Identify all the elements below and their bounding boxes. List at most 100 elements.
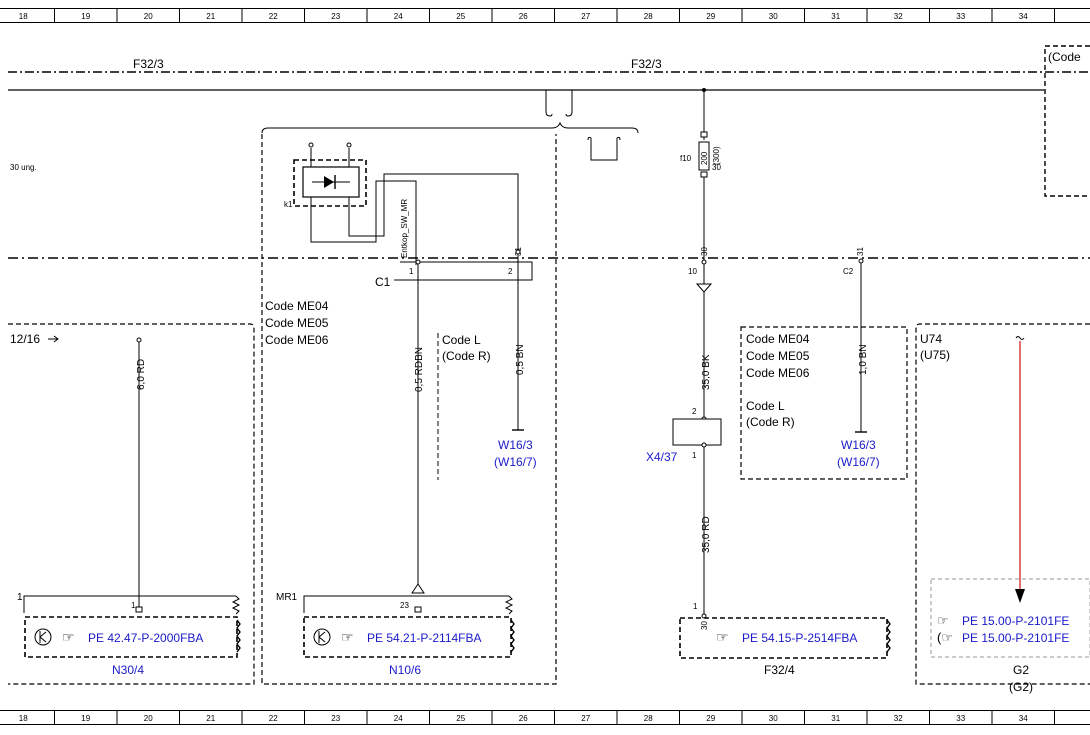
top-ruler-column-30: 30 xyxy=(769,12,778,21)
g2-module xyxy=(930,578,1090,658)
connector-c1: C1 xyxy=(375,275,391,289)
relay-k1 xyxy=(293,142,519,265)
n30-label[interactable]: N30/4 xyxy=(112,663,144,677)
fuse-rating: 200 xyxy=(700,151,709,165)
bottom-ruler-column-33: 33 xyxy=(956,714,965,723)
g2-alt-label: (G2) xyxy=(1009,680,1033,694)
top-ruler-column-31: 31 xyxy=(831,12,840,21)
wire-6-rd-label: 6,0 RD xyxy=(136,359,147,390)
bottom-ruler-column-30: 30 xyxy=(769,714,778,723)
svg-text:Code ME05: Code ME05 xyxy=(265,316,329,330)
top-ruler-column-34: 34 xyxy=(1019,12,1028,21)
n30-enclosure xyxy=(8,323,255,685)
f32-label[interactable]: F32/4 xyxy=(764,663,795,677)
x4-pin2: 2 xyxy=(692,407,697,416)
g2-reference-link-2[interactable]: PE 15.00-P-2101FE xyxy=(962,631,1069,645)
branch-drop-left xyxy=(545,90,553,117)
wire-bn-label: 0,5 BN xyxy=(515,344,526,375)
ref-12-16[interactable]: 12/16 xyxy=(10,332,40,346)
fuse-label-left[interactable]: F32/3 xyxy=(133,57,164,71)
n30-module xyxy=(24,616,241,658)
g2-label[interactable]: G2 xyxy=(1013,663,1029,677)
bottom-ruler-column-24: 24 xyxy=(394,714,403,723)
top-ruler-column-20: 20 xyxy=(144,12,153,21)
fuse-rating-alt: (300) xyxy=(712,146,721,165)
right-codes: Code ME04 Code ME05 Code ME06 xyxy=(746,332,810,380)
svg-text:Code ME04: Code ME04 xyxy=(265,299,329,313)
wire-1-bn-label: 1,0 BN xyxy=(858,344,869,375)
wire-rdbn-arrow xyxy=(411,583,425,594)
fuse-arrow-down xyxy=(695,283,713,293)
c1-pin2: 2 xyxy=(508,267,513,276)
f32-module xyxy=(679,617,891,659)
ref-arrow xyxy=(48,335,59,343)
bottom-ruler-column-31: 31 xyxy=(831,714,840,723)
ground-w16-7-right[interactable]: (W16/7) xyxy=(837,455,880,469)
connector-c1-bracket xyxy=(394,261,533,281)
f32-reference-link[interactable]: PE 54.15-P-2514FBA xyxy=(742,631,857,645)
top-ruler-column-19: 19 xyxy=(81,12,90,21)
top-ruler-column-28: 28 xyxy=(644,12,653,21)
top-ruler-column-26: 26 xyxy=(519,12,528,21)
mr1-label: MR1 xyxy=(276,592,298,603)
code-corner-label: (Code xyxy=(1048,50,1081,64)
n10-enclosure xyxy=(261,134,557,685)
svg-text:Code ME06: Code ME06 xyxy=(746,366,810,380)
signal-name: Entkop_SW_MR xyxy=(400,199,409,258)
ground-w16-3-right[interactable]: W16/3 xyxy=(841,438,876,452)
bottom-ruler-column-22: 22 xyxy=(269,714,278,723)
top-ruler-column-33: 33 xyxy=(956,12,965,21)
n30-bus xyxy=(23,595,236,613)
signal-wire-tick xyxy=(1015,336,1025,340)
fuse-pin30: 30 xyxy=(712,163,721,172)
svg-text:Code ME05: Code ME05 xyxy=(746,349,810,363)
bottom-ruler-column-27: 27 xyxy=(581,714,590,723)
connector-x4-37 xyxy=(672,416,722,448)
u74-label: U74 xyxy=(920,332,942,346)
g2-reference-link-1[interactable]: PE 15.00-P-2101FE xyxy=(962,614,1069,628)
n30-pin1-top: 1 xyxy=(17,592,23,603)
fuse-pin30b: 30 xyxy=(700,247,709,256)
signal-arrow xyxy=(1015,589,1025,603)
x4-label[interactable]: X4/37 xyxy=(646,450,678,464)
code-corner-box xyxy=(1044,45,1090,197)
top-ruler-column-23: 23 xyxy=(331,12,340,21)
connector-cup xyxy=(587,136,621,161)
hand-icon-g2-a: ☞ xyxy=(937,613,949,628)
wire-35-rd-label: 35,0 RD xyxy=(701,516,712,553)
center-code-l: Code L xyxy=(442,333,481,347)
f32-pin1: 1 xyxy=(693,602,698,611)
group-brace xyxy=(261,121,639,134)
n10-pin23: 23 xyxy=(400,601,409,610)
right-code-r: (Code R) xyxy=(746,415,795,429)
fuse-pin10: 10 xyxy=(688,267,697,276)
fuse-label-right[interactable]: F32/3 xyxy=(631,57,662,71)
bottom-ruler-column-34: 34 xyxy=(1019,714,1028,723)
hand-icon-g2-b: (☞ xyxy=(937,630,953,645)
top-ruler-column-22: 22 xyxy=(269,12,278,21)
n30-pin1: 1 xyxy=(131,601,136,610)
branch-drop-right xyxy=(565,90,573,117)
center-code-r: (Code R) xyxy=(442,349,491,363)
n30-reference-link[interactable]: PE 42.47-P-2000FBA xyxy=(88,631,203,645)
n10-label[interactable]: N10/6 xyxy=(389,663,421,677)
connector-c2: C2 xyxy=(843,267,854,276)
bottom-ruler-column-23: 23 xyxy=(331,714,340,723)
top-ruler-column-21: 21 xyxy=(206,12,215,21)
n10-module xyxy=(303,616,515,658)
hand-icon-n10: ☞ xyxy=(341,629,354,645)
wire-rdbn-label: 0,5 RDBN xyxy=(414,347,425,392)
n10-bus xyxy=(303,595,509,613)
wire-35-bk-label: 35,0 BK xyxy=(701,354,712,390)
right-code-box xyxy=(740,326,908,480)
bottom-ruler-column-19: 19 xyxy=(81,714,90,723)
ground-w16-7-center[interactable]: (W16/7) xyxy=(494,455,537,469)
n10-reference-link[interactable]: PE 54.21-P-2114FBA xyxy=(367,631,482,645)
ground-w16-3-center[interactable]: W16/3 xyxy=(498,438,533,452)
top-ruler-column-32: 32 xyxy=(894,12,903,21)
c2-pin31: 31 xyxy=(856,247,865,256)
top-ruler-column-18: 18 xyxy=(19,12,28,21)
